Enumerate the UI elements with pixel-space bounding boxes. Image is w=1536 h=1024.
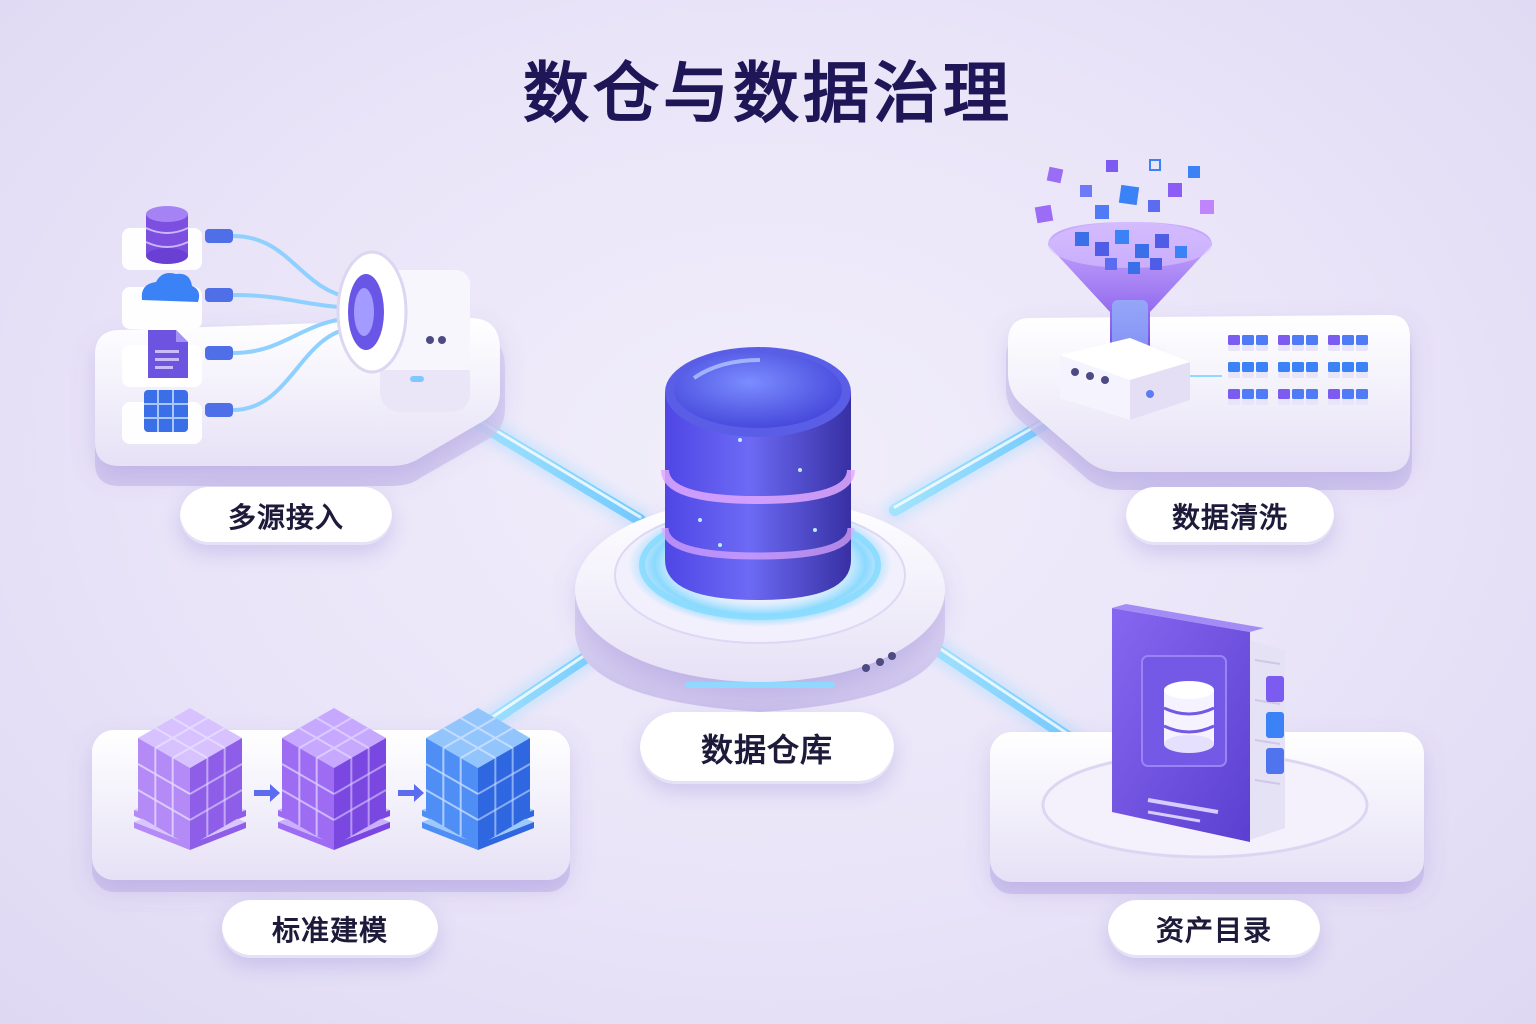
node-label-cleanse: 数据清洗	[1126, 487, 1334, 545]
model-platform	[92, 708, 570, 892]
ingest-platform	[95, 206, 505, 486]
document-icon	[148, 330, 188, 378]
node-label-catalog: 资产目录	[1108, 900, 1320, 958]
database-icon	[1163, 681, 1215, 753]
page-title: 数仓与数据治理	[523, 55, 1013, 132]
cube-icon	[278, 708, 390, 850]
scattered-data-cubes	[1034, 159, 1214, 224]
node-label-ingest: 多源接入	[180, 487, 392, 545]
connector-catalog	[904, 624, 1091, 756]
database-icon	[145, 206, 189, 264]
cube-icon	[134, 708, 246, 850]
node-label-model: 标准建模	[222, 900, 438, 958]
arrow-right-icon	[254, 784, 280, 802]
catalog-platform	[990, 604, 1424, 894]
table-icon	[144, 390, 188, 432]
warehouse-cylinder-icon	[661, 347, 855, 600]
funnel-connector-icon	[336, 250, 470, 412]
cleanse-platform	[1006, 159, 1412, 490]
funnel-icon	[1048, 222, 1212, 372]
warehouse-hub	[575, 347, 945, 712]
cloud-icon	[141, 273, 200, 302]
connector-cleanse	[884, 407, 1066, 521]
cube-icon	[422, 708, 534, 850]
cleanse-device	[1060, 338, 1222, 420]
node-label-center: 数据仓库	[640, 712, 894, 784]
cable-bundle	[205, 229, 353, 417]
arrow-right-icon	[398, 784, 424, 802]
data-grid-icon	[1228, 335, 1368, 405]
